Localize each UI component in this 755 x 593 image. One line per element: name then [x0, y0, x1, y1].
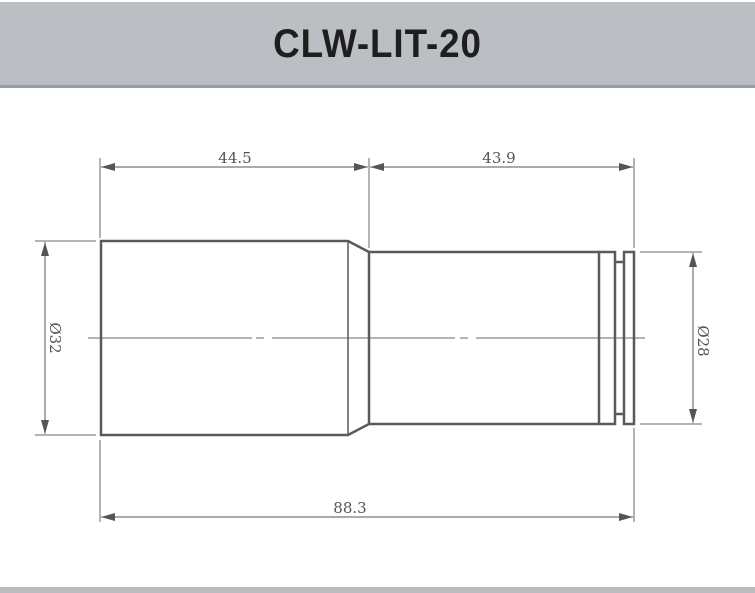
dim-overall-length: 88.3: [333, 499, 366, 517]
header-banner: CLW-LIT-20: [0, 2, 755, 88]
top-strip: [0, 0, 755, 2]
dim-left-length: 44.5: [218, 149, 251, 167]
dim-left-diameter: Ø32: [46, 322, 64, 353]
dim-right-diameter: Ø28: [694, 325, 712, 356]
extension-lines: [35, 158, 702, 522]
dimension-lines: [41, 163, 697, 521]
dim-right-length: 43.9: [482, 149, 515, 167]
footer-bar: [0, 587, 755, 593]
page-title: CLW-LIT-20: [273, 22, 482, 66]
part-outline: [99, 239, 636, 437]
